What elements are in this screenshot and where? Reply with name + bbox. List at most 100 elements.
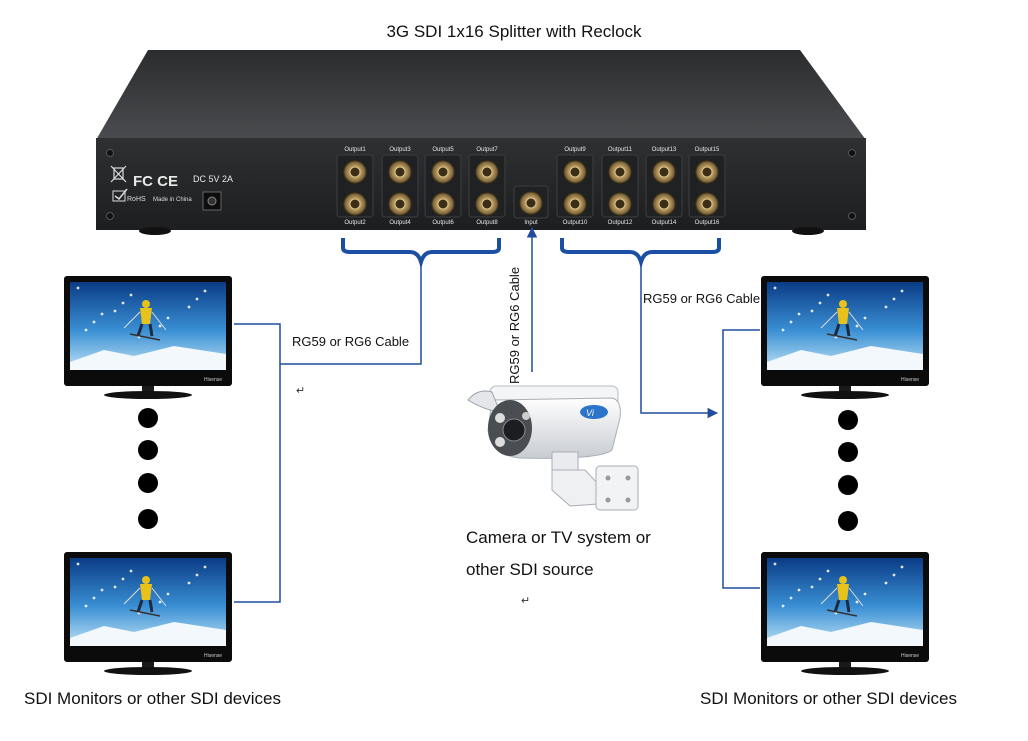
output-label-top: Output7 [476, 147, 498, 153]
left-monitor-bottom: Hisense [64, 552, 232, 675]
screw-icon [106, 149, 114, 157]
camera-bracket-arm [551, 469, 601, 507]
power-label: DC 5V 2A [193, 174, 233, 184]
monitor-neck [142, 662, 154, 668]
camera-lens [502, 418, 526, 442]
skier-body [140, 584, 152, 600]
skier-skis [129, 333, 161, 341]
output-label-top: Output5 [432, 147, 454, 153]
output-label-bottom: Output2 [344, 220, 366, 226]
camera-wall-plate [595, 465, 639, 511]
bnc-pin [614, 198, 626, 210]
bnc-pin [437, 198, 449, 210]
cert-marks: FC CE [133, 173, 178, 190]
skier-skis [129, 609, 161, 617]
dc-jack-hole [207, 196, 217, 206]
skier-poles [123, 587, 167, 607]
monitor-brand: Hisense [901, 653, 919, 659]
bnc-pin [394, 198, 406, 210]
monitor-base [104, 667, 192, 675]
right-monitor-bottom: Hisense [761, 552, 929, 675]
screen-snow [70, 346, 226, 370]
splitter-device: FC CE RoHS Made in China DC 5V 2A Output… [96, 50, 866, 235]
device-foot-left [139, 227, 171, 235]
output-label-top: Output11 [608, 147, 633, 153]
monitor-brand: Hisense [901, 377, 919, 383]
monitor-neck [839, 662, 851, 668]
bnc-pin [701, 198, 713, 210]
output-label-bottom: Output10 [563, 220, 588, 226]
bnc-pin [658, 198, 670, 210]
bnc-pin [349, 166, 361, 178]
output-label-top: Output9 [564, 147, 586, 153]
skier-legs [833, 323, 851, 337]
skier-helmet [142, 576, 150, 584]
left-monitor-link [234, 364, 281, 603]
screen-snow [70, 622, 226, 646]
weee-bin-icon [110, 165, 127, 183]
monitor-brand: Hisense [204, 377, 222, 383]
screw-icon [848, 149, 856, 157]
bnc-pin [394, 166, 406, 178]
skier-legs [136, 599, 154, 613]
made-in-label: Made in China [153, 197, 192, 203]
left-monitor-top: Hisense [64, 276, 232, 399]
right-output-brace [560, 238, 721, 269]
bnc-pin [569, 166, 581, 178]
right-cable-line [640, 262, 719, 419]
diagram-title: 3G SDI 1x16 Splitter with Reclock [386, 22, 642, 41]
output-label-bottom: Output8 [476, 220, 498, 226]
output-label-bottom: Output16 [695, 220, 720, 226]
screen-snow [767, 622, 923, 646]
skier-poles [820, 587, 864, 607]
device-top-panel [96, 50, 866, 140]
bnc-pin [481, 166, 493, 178]
skier-skis [826, 333, 858, 341]
output-label-bottom: Output12 [608, 220, 633, 226]
monitor-base [104, 391, 192, 399]
skier-legs [136, 323, 154, 337]
left-ellipsis [138, 408, 158, 529]
camera-brand: Vi [586, 408, 595, 418]
output-label-bottom: Output6 [432, 220, 454, 226]
skier-helmet [839, 576, 847, 584]
bnc-pin [569, 198, 581, 210]
screen-snow [767, 346, 923, 370]
camera-visor-edge [467, 390, 501, 413]
right-monitors-caption: SDI Monitors or other SDI devices [700, 689, 957, 708]
output-label-top: Output3 [389, 147, 411, 153]
return-mark: ↵ [521, 595, 531, 607]
monitor-base [801, 391, 889, 399]
output-label-bottom: Output4 [389, 220, 411, 226]
skier-poles [820, 311, 864, 331]
skier-body [140, 308, 152, 324]
right-ellipsis [838, 410, 858, 531]
source-caption-line1: Camera or TV system or [466, 528, 651, 547]
bnc-pin [481, 198, 493, 210]
monitor-base [801, 667, 889, 675]
camera-icon: Vi [467, 385, 639, 511]
right-monitor-top: Hisense [761, 276, 929, 399]
input-label: Input [524, 220, 538, 226]
center-cable-label: RG59 or RG6 Cable [507, 266, 522, 384]
skier-body [837, 308, 849, 324]
source-caption-line2: other SDI source [466, 560, 594, 579]
skier-legs [833, 599, 851, 613]
monitor-brand: Hisense [204, 653, 222, 659]
skier-skis [826, 609, 858, 617]
bnc-pin [349, 198, 361, 210]
output-label-top: Output1 [344, 147, 366, 153]
left-monitors-caption: SDI Monitors or other SDI devices [24, 689, 281, 708]
connection-lines [234, 226, 760, 603]
camera-brand-badge [580, 405, 608, 419]
right-monitor-link-top [722, 329, 760, 589]
right-cable-label: RG59 or RG6 Cable [643, 291, 761, 306]
bnc-pin [437, 166, 449, 178]
left-output-brace [341, 238, 501, 269]
rohs-label: RoHS [127, 196, 146, 203]
skier-body [837, 584, 849, 600]
rohs-check-icon [112, 190, 126, 202]
